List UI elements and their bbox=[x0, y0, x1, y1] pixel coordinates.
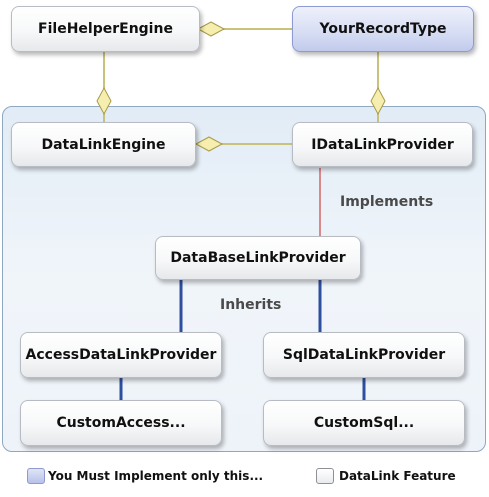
association-diamond-icon bbox=[196, 21, 226, 37]
custom-access-node: CustomAccess... bbox=[20, 400, 222, 446]
association-diamond-icon bbox=[194, 136, 224, 152]
file-helper-engine-node: FileHelperEngine bbox=[11, 6, 200, 52]
data-link-engine-node: DataLinkEngine bbox=[11, 122, 196, 167]
your-record-type-node: YourRecordType bbox=[292, 6, 474, 52]
association-diamond-icon bbox=[370, 86, 386, 116]
association-diamond-icon bbox=[96, 86, 112, 116]
access-data-link-provider-node: AccessDataLinkProvider bbox=[20, 332, 222, 378]
legend-implement-swatch bbox=[27, 468, 45, 484]
legend-feature-swatch bbox=[316, 468, 334, 484]
sql-data-link-provider-node: SqlDataLinkProvider bbox=[263, 332, 465, 378]
implements-label: Implements bbox=[340, 194, 434, 210]
custom-sql-node: CustomSql... bbox=[263, 400, 465, 446]
inherits-label: Inherits bbox=[220, 297, 282, 313]
legend-feature-label: DataLink Feature bbox=[339, 469, 456, 483]
legend-implement-label: You Must Implement only this... bbox=[48, 469, 264, 483]
database-link-provider-node: DataBaseLinkProvider bbox=[155, 236, 361, 280]
idata-link-provider-node: IDataLinkProvider bbox=[292, 122, 473, 167]
